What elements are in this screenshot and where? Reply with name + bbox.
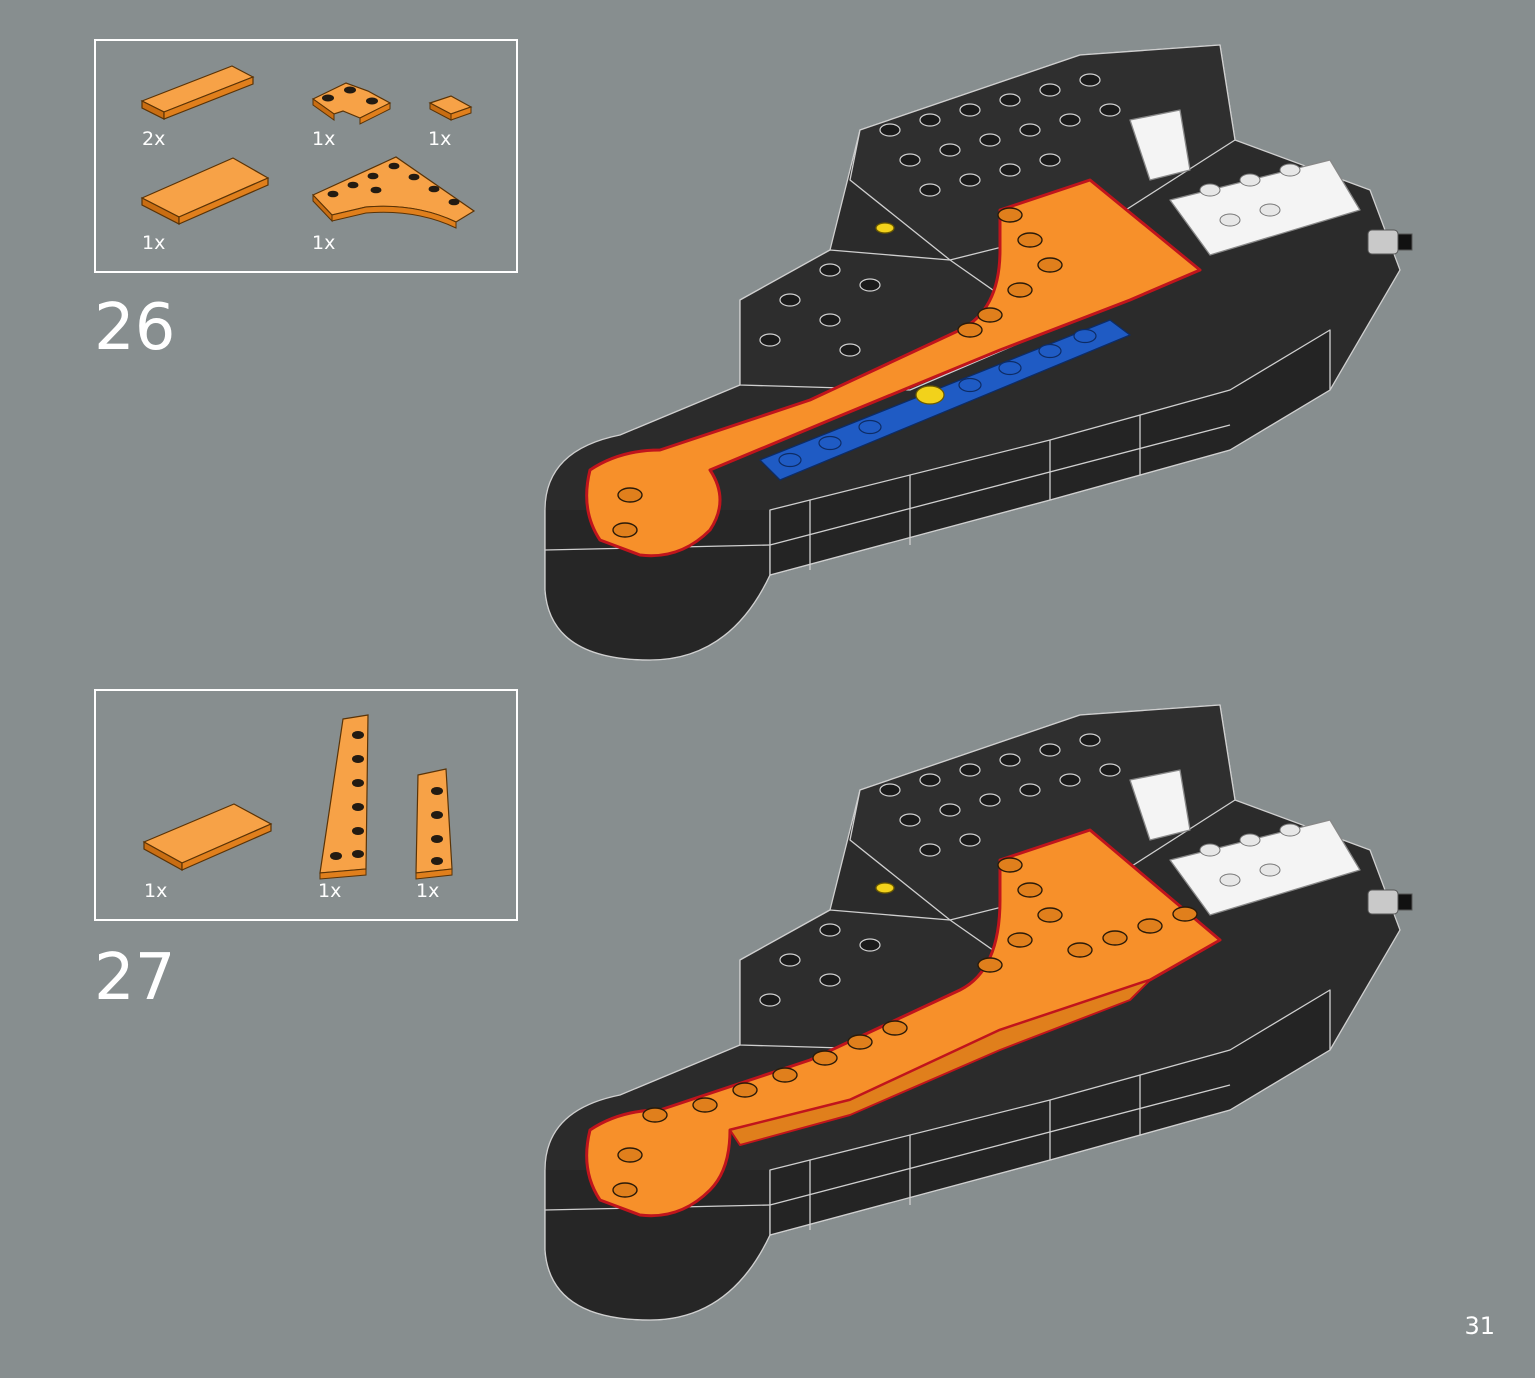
orange-curved-plate-icon xyxy=(311,156,476,229)
axle-connector xyxy=(1367,889,1413,915)
blue-plate xyxy=(759,319,1131,481)
model-illustration-step-26 xyxy=(544,44,1413,661)
parts-illustration xyxy=(142,714,453,880)
step-number: 26 xyxy=(94,291,176,365)
orange-corner-plate-icon xyxy=(311,82,392,125)
white-brick xyxy=(1129,769,1191,841)
orange-tile-2x4-icon xyxy=(140,157,270,225)
model-illustration-step-27 xyxy=(544,704,1413,1321)
part-quantity: 1x xyxy=(318,880,342,902)
page-number: 31 xyxy=(1464,1312,1495,1340)
parts-callout-step-26: 2x 1x 1x 1x 1x xyxy=(94,39,518,273)
axle-connector xyxy=(1367,229,1413,255)
part-quantity: 1x xyxy=(416,880,440,902)
orange-new-parts xyxy=(585,178,1202,558)
orange-tile-2x4-icon xyxy=(142,803,273,872)
parts-illustration xyxy=(140,65,476,229)
orange-tile-1x1-icon xyxy=(428,95,473,121)
part-quantity: 1x xyxy=(312,232,336,254)
yellow-stud xyxy=(915,385,945,405)
orange-wedge-plate-short-icon xyxy=(415,768,453,880)
part-quantity: 1x xyxy=(428,128,452,150)
orange-wedge-plate-long-icon xyxy=(319,714,369,880)
part-quantity: 1x xyxy=(312,128,336,150)
parts-callout-step-27: 1x 1x 1x xyxy=(94,689,518,921)
orange-tile-1x4-icon xyxy=(140,65,255,120)
part-quantity: 2x xyxy=(142,128,166,150)
white-brick xyxy=(1129,109,1191,181)
part-quantity: 1x xyxy=(142,232,166,254)
step-number: 27 xyxy=(94,941,176,1015)
part-quantity: 1x xyxy=(144,880,168,902)
